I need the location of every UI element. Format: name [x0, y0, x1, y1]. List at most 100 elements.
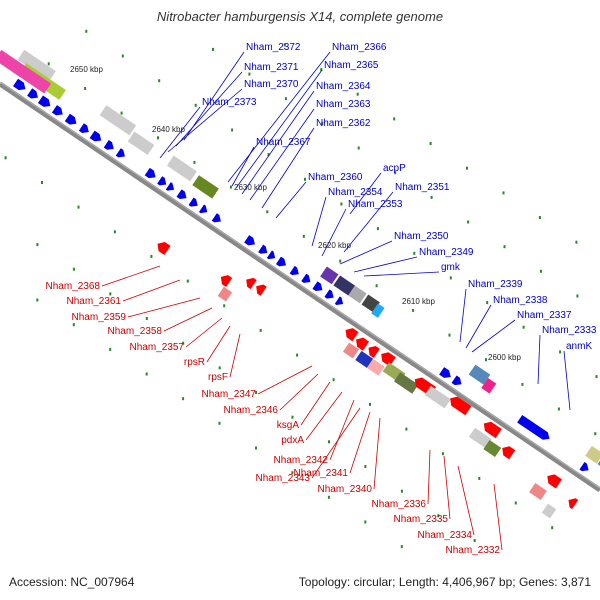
- feature-forward-shape: [468, 364, 491, 385]
- feature-reverse-shape: [529, 483, 547, 500]
- feature-reverse-shape: [368, 346, 380, 358]
- cds-forward-shape: [144, 167, 156, 179]
- forward-label-leader: [349, 172, 382, 215]
- tick-mark: [84, 87, 87, 90]
- reverse-gene-label: Nham_2347: [202, 389, 257, 400]
- forward-label-leader: [343, 191, 394, 253]
- reverse-gene-label: Nham_2342: [274, 455, 329, 466]
- cds-forward: [334, 296, 344, 305]
- cds-forward: [579, 462, 589, 472]
- tick-mark: [218, 366, 221, 370]
- forward-label-leader: [363, 271, 440, 277]
- reverse-label-leader: [127, 297, 201, 318]
- cds-forward: [289, 265, 299, 276]
- cds-forward-shape: [289, 265, 299, 276]
- cds-forward-shape: [324, 289, 334, 299]
- tick-mark: [332, 378, 335, 382]
- feature-reverse-shape: [157, 241, 171, 256]
- cds-forward-shape: [312, 281, 323, 292]
- cds-forward: [165, 182, 175, 191]
- cds-forward-shape: [266, 250, 276, 260]
- tick-mark: [283, 43, 286, 47]
- tick-mark: [485, 358, 487, 362]
- feature-forward: [192, 175, 219, 199]
- forward-gene-label: Nham_2362: [316, 118, 371, 129]
- feature-reverse: [547, 474, 562, 489]
- forward-label-leader: [235, 69, 323, 189]
- feature-reverse-shape: [483, 440, 502, 457]
- feature-forward-shape: [192, 175, 219, 199]
- tick-mark: [473, 539, 476, 542]
- cds-forward: [211, 213, 221, 223]
- reverse-label-leader: [229, 333, 241, 378]
- cds-forward: [13, 78, 26, 91]
- cds-forward: [176, 189, 187, 200]
- forward-label-leader: [339, 240, 393, 265]
- forward-gene-label: Nham_2333: [542, 325, 597, 336]
- tick-mark: [514, 501, 517, 505]
- tick-mark: [36, 243, 39, 247]
- forward-label-leader: [465, 304, 492, 349]
- forward-label-leader: [563, 350, 571, 411]
- cds-forward-shape: [103, 140, 114, 150]
- forward-label-leader: [459, 288, 467, 343]
- feature-reverse-shape: [220, 275, 233, 288]
- tick-mark: [400, 545, 403, 549]
- reverse-gene-label: Nham_2334: [418, 530, 473, 541]
- tick-mark: [503, 245, 506, 249]
- feature-forward-shape: [17, 49, 56, 82]
- reverse-gene-label: Nham_2341: [294, 468, 349, 479]
- cds-forward: [517, 414, 550, 440]
- reverse-label-leader: [101, 265, 161, 287]
- forward-gene-label: Nham_2371: [244, 62, 299, 73]
- cds-forward-shape: [258, 244, 268, 254]
- feature-forward: [17, 49, 56, 82]
- forward-label-leader: [471, 319, 516, 353]
- reverse-gene-label: Nham_2336: [372, 499, 427, 510]
- feature-reverse: [368, 346, 380, 358]
- reverse-gene-label: rpsF: [208, 372, 228, 383]
- feature-forward-shape: [320, 266, 339, 285]
- reverse-label-leader: [122, 279, 181, 302]
- reverse-gene-label: Nham_2359: [72, 312, 127, 323]
- forward-label-leader: [227, 51, 331, 183]
- forward-gene-label: Nham_2364: [316, 81, 371, 92]
- feature-reverse: [157, 241, 171, 256]
- tick-mark: [405, 427, 408, 431]
- cds-forward-shape: [89, 130, 102, 142]
- forward-gene-label: Nham_2349: [419, 247, 474, 258]
- cds-forward-shape: [301, 273, 311, 283]
- cds-forward-shape: [451, 375, 462, 386]
- cds-forward-shape: [334, 296, 344, 305]
- tick-mark: [557, 407, 560, 411]
- tick-mark: [229, 185, 232, 189]
- reverse-gene-label: pdxA: [281, 435, 304, 446]
- tick-mark: [539, 269, 542, 273]
- cds-forward-shape: [439, 367, 451, 378]
- tick-mark: [394, 171, 397, 175]
- forward-label-leader: [275, 181, 307, 219]
- forward-gene-label: Nham_2370: [244, 79, 299, 90]
- cds-forward-shape: [27, 88, 38, 99]
- reverse-label-leader: [457, 465, 475, 536]
- feature-forward-shape: [166, 155, 197, 182]
- tick-mark: [266, 210, 269, 214]
- cds-forward: [51, 105, 63, 116]
- tick-mark: [4, 156, 7, 160]
- scale-label: 2630 kbp: [234, 183, 267, 192]
- cds-forward: [37, 95, 51, 107]
- forward-gene-label: Nham_2373: [202, 97, 257, 108]
- forward-label-leader: [249, 108, 315, 201]
- forward-label-leader: [241, 90, 315, 195]
- tick-mark: [223, 304, 226, 308]
- scale-label: 2600 kbp: [488, 353, 521, 362]
- reverse-label-leader: [257, 365, 313, 395]
- tick-mark: [77, 205, 80, 209]
- tick-mark: [248, 72, 251, 76]
- forward-gene-label: acpP: [383, 163, 406, 174]
- tick-mark: [357, 146, 360, 150]
- forward-gene-label: Nham_2337: [517, 310, 572, 321]
- feature-reverse-shape: [256, 284, 267, 296]
